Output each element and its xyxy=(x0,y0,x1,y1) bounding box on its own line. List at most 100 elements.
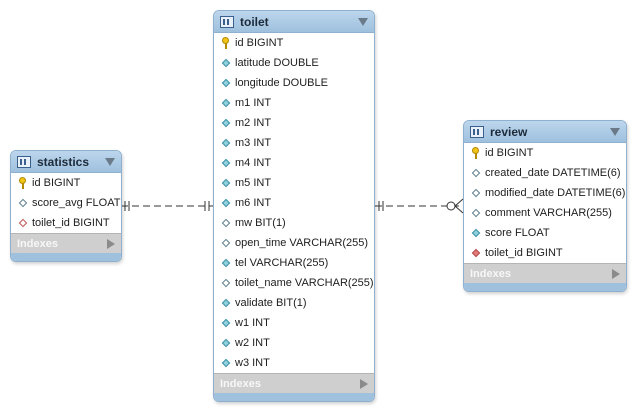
column-label: open_time VARCHAR(255) xyxy=(235,237,369,249)
column-row[interactable]: w2 INT xyxy=(214,333,374,353)
column-row[interactable]: created_date DATETIME(6) xyxy=(464,163,626,183)
column-label: id BIGINT xyxy=(235,37,284,49)
indexes-label: Indexes xyxy=(470,267,511,280)
column-row[interactable]: tel VARCHAR(255) xyxy=(214,253,374,273)
column-icon xyxy=(220,58,232,68)
column-row[interactable]: latitude DOUBLE xyxy=(214,53,374,73)
column-row[interactable]: id BIGINT xyxy=(214,33,374,53)
column-label: m3 INT xyxy=(235,137,272,149)
table-icon xyxy=(17,155,31,168)
column-label: toilet_id BIGINT xyxy=(32,217,110,229)
column-label: tel VARCHAR(255) xyxy=(235,257,329,269)
column-row[interactable]: open_time VARCHAR(255) xyxy=(214,233,374,253)
column-icon xyxy=(220,318,232,328)
column-icon xyxy=(220,138,232,148)
column-label: score FLOAT xyxy=(485,227,550,239)
column-icon xyxy=(220,198,232,208)
indexes-label: Indexes xyxy=(17,237,58,250)
table-review[interactable]: review id BIGINT created_date DATETIME(6… xyxy=(463,120,627,292)
column-label: comment VARCHAR(255) xyxy=(485,207,612,219)
table-toilet[interactable]: toilet id BIGINT latitude DOUBLE longitu… xyxy=(213,10,375,402)
column-row[interactable]: id BIGINT xyxy=(464,143,626,163)
column-row[interactable]: modified_date DATETIME(6) xyxy=(464,183,626,203)
column-row[interactable]: validate BIT(1) xyxy=(214,293,374,313)
column-nullable-icon xyxy=(220,218,232,228)
column-label: w1 INT xyxy=(235,317,270,329)
column-icon xyxy=(220,298,232,308)
column-label: m4 INT xyxy=(235,157,272,169)
collapse-icon[interactable] xyxy=(610,127,620,136)
column-label: validate BIT(1) xyxy=(235,297,307,309)
relationship-toilet-review[interactable] xyxy=(375,198,464,214)
table-header-toilet[interactable]: toilet xyxy=(214,11,374,33)
column-row[interactable]: w1 INT xyxy=(214,313,374,333)
column-label: id BIGINT xyxy=(485,147,534,159)
column-row[interactable]: m3 INT xyxy=(214,133,374,153)
column-label: m2 INT xyxy=(235,117,272,129)
column-label: m6 INT xyxy=(235,197,272,209)
column-nullable-icon xyxy=(470,168,482,178)
column-icon xyxy=(220,258,232,268)
column-icon xyxy=(220,118,232,128)
table-icon xyxy=(220,15,234,28)
table-bottom-band xyxy=(464,283,626,291)
column-icon xyxy=(220,358,232,368)
column-label: toilet_name VARCHAR(255) xyxy=(235,277,374,289)
column-row[interactable]: toilet_id BIGINT xyxy=(11,213,121,233)
relationship-statistics-toilet[interactable] xyxy=(121,201,213,211)
column-row[interactable]: w3 INT xyxy=(214,353,374,373)
column-nullable-icon xyxy=(17,198,29,208)
column-row[interactable]: id BIGINT xyxy=(11,173,121,193)
table-header-statistics[interactable]: statistics xyxy=(11,151,121,173)
table-header-review[interactable]: review xyxy=(464,121,626,143)
column-label: w3 INT xyxy=(235,357,270,369)
column-label: w2 INT xyxy=(235,337,270,349)
column-row[interactable]: m6 INT xyxy=(214,193,374,213)
indexes-section[interactable]: Indexes xyxy=(464,263,626,283)
primary-key-icon xyxy=(17,177,29,189)
column-row[interactable]: toilet_name VARCHAR(255) xyxy=(214,273,374,293)
column-icon xyxy=(220,338,232,348)
expand-icon[interactable] xyxy=(107,238,115,249)
column-row[interactable]: score FLOAT xyxy=(464,223,626,243)
indexes-section[interactable]: Indexes xyxy=(11,233,121,253)
expand-icon[interactable] xyxy=(612,268,620,279)
column-nullable-icon xyxy=(470,208,482,218)
column-row[interactable]: score_avg FLOAT xyxy=(11,193,121,213)
column-nullable-icon xyxy=(220,278,232,288)
primary-key-icon xyxy=(470,147,482,159)
table-title: statistics xyxy=(37,154,90,169)
expand-icon[interactable] xyxy=(360,378,368,389)
column-row[interactable]: m5 INT xyxy=(214,173,374,193)
column-label: m5 INT xyxy=(235,177,272,189)
column-row[interactable]: mw BIT(1) xyxy=(214,213,374,233)
column-nullable-icon xyxy=(470,188,482,198)
column-label: toilet_id BIGINT xyxy=(485,247,563,259)
column-row[interactable]: m4 INT xyxy=(214,153,374,173)
table-title: review xyxy=(490,124,528,139)
column-label: longitude DOUBLE xyxy=(235,77,328,89)
column-icon xyxy=(220,78,232,88)
column-icon xyxy=(220,98,232,108)
column-label: created_date DATETIME(6) xyxy=(485,167,621,179)
column-nullable-icon xyxy=(220,238,232,248)
collapse-icon[interactable] xyxy=(358,17,368,26)
foreign-key-filled-icon xyxy=(470,248,482,258)
collapse-icon[interactable] xyxy=(105,157,115,166)
indexes-section[interactable]: Indexes xyxy=(214,373,374,393)
column-label: latitude DOUBLE xyxy=(235,57,319,69)
column-row[interactable]: toilet_id BIGINT xyxy=(464,243,626,263)
table-statistics[interactable]: statistics id BIGINT score_avg FLOAT toi… xyxy=(10,150,122,262)
table-bottom-band xyxy=(11,253,121,261)
column-row[interactable]: longitude DOUBLE xyxy=(214,73,374,93)
column-icon xyxy=(220,178,232,188)
column-row[interactable]: m2 INT xyxy=(214,113,374,133)
column-row[interactable]: comment VARCHAR(255) xyxy=(464,203,626,223)
indexes-label: Indexes xyxy=(220,377,261,390)
column-row[interactable]: m1 INT xyxy=(214,93,374,113)
column-label: id BIGINT xyxy=(32,177,81,189)
table-title: toilet xyxy=(240,14,269,29)
column-label: mw BIT(1) xyxy=(235,217,286,229)
foreign-key-icon xyxy=(17,218,29,228)
